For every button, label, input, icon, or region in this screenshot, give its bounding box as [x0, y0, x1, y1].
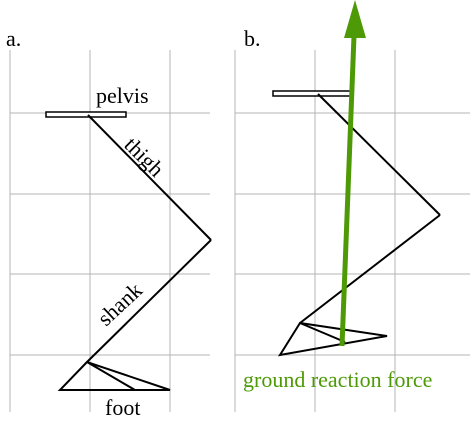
thigh-label: thigh: [119, 132, 169, 182]
ground-reaction-force-arrow: [339, 35, 357, 347]
pelvis-label: pelvis: [96, 83, 149, 108]
shank-label: shank: [92, 277, 147, 330]
panel-b-label: b.: [244, 26, 261, 51]
foot-triangle: [57, 360, 171, 391]
foot-inner-line-b: [299, 322, 346, 343]
panel-a: a. pelvis thigh shank foot: [6, 26, 212, 420]
panel-a-grid: [9, 50, 210, 412]
foot-triangle-b: [277, 321, 388, 357]
foot-label: foot: [105, 395, 140, 420]
ground-reaction-force-label: ground reaction force: [243, 367, 432, 392]
foot-inner-line: [86, 361, 136, 391]
panel-b: b. ground reaction force: [234, 0, 470, 412]
panel-a-label: a.: [6, 26, 21, 51]
thigh-segment: [87, 114, 212, 241]
shank-segment-b: [299, 214, 441, 324]
thigh-segment-b: [317, 93, 441, 216]
ground-reaction-force-arrowhead: [344, 0, 366, 38]
pelvis-bar: [45, 111, 127, 118]
shank-segment: [86, 239, 212, 363]
pelvis-bar-b: [272, 90, 354, 97]
